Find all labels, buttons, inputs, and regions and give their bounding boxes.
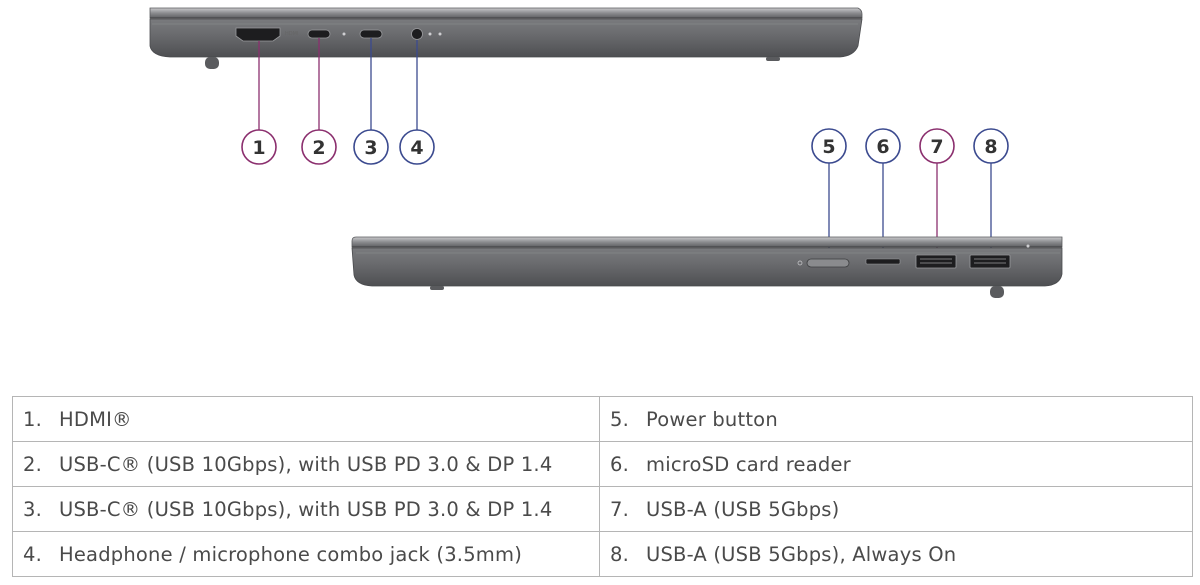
- callout-5: 5: [811, 128, 847, 164]
- svg-text:5: 5: [822, 136, 835, 158]
- usb-c-port-2: [359, 29, 383, 39]
- svg-text:2: 2: [312, 137, 325, 159]
- laptop-right-side: [351, 236, 1063, 298]
- callout-3: 3: [353, 129, 389, 165]
- legend-cell-1: 1.HDMI®: [12, 396, 600, 442]
- callout-1: 1: [241, 129, 277, 165]
- legend-cell-3: 3.USB-C® (USB 10Gbps), with USB PD 3.0 &…: [12, 486, 600, 532]
- callout-7: 7: [919, 128, 955, 164]
- legend-cell-7: 7.USB-A (USB 5Gbps): [599, 486, 1193, 532]
- usb-a-port-2: [969, 254, 1011, 269]
- laptop-left-side: HDMI: [149, 7, 863, 69]
- usb-a-port-1: [915, 254, 957, 269]
- hdmi-port: HDMI: [235, 27, 298, 42]
- callout-lines-left: [258, 38, 418, 130]
- legend-cell-4: 4.Headphone / microphone combo jack (3.5…: [12, 531, 600, 577]
- svg-text:4: 4: [410, 137, 423, 159]
- audio-jack: [411, 28, 423, 40]
- callout-6: 6: [865, 128, 901, 164]
- legend-cell-8: 8.USB-A (USB 5Gbps), Always On: [599, 531, 1193, 577]
- legend-cell-2: 2.USB-C® (USB 10Gbps), with USB PD 3.0 &…: [12, 441, 600, 487]
- legend-cell-6: 6.microSD card reader: [599, 441, 1193, 487]
- port-legend-table: 1.HDMI® 5.Power button 2.USB-C® (USB 10G…: [12, 396, 1193, 577]
- svg-text:8: 8: [984, 136, 997, 158]
- svg-text:3: 3: [364, 137, 377, 159]
- callout-4: 4: [399, 129, 435, 165]
- microsd-slot: [865, 258, 901, 265]
- usb-c-port-1: [307, 29, 331, 39]
- power-button: [806, 258, 850, 268]
- svg-text:1: 1: [252, 137, 265, 159]
- legend-cell-5: 5.Power button: [599, 396, 1193, 442]
- svg-text:6: 6: [876, 136, 889, 158]
- svg-text:7: 7: [930, 136, 943, 158]
- callout-2: 2: [301, 129, 337, 165]
- table-row: 2.USB-C® (USB 10Gbps), with USB PD 3.0 &…: [12, 441, 1193, 487]
- table-row: 4.Headphone / microphone combo jack (3.5…: [12, 531, 1193, 577]
- table-row: 3.USB-C® (USB 10Gbps), with USB PD 3.0 &…: [12, 486, 1193, 532]
- callout-8: 8: [973, 128, 1009, 164]
- port-diagram: HDMI 1 2 3 4 5 6: [149, 7, 1063, 298]
- table-row: 1.HDMI® 5.Power button: [12, 396, 1193, 442]
- hdmi-print-label: HDMI: [285, 31, 298, 37]
